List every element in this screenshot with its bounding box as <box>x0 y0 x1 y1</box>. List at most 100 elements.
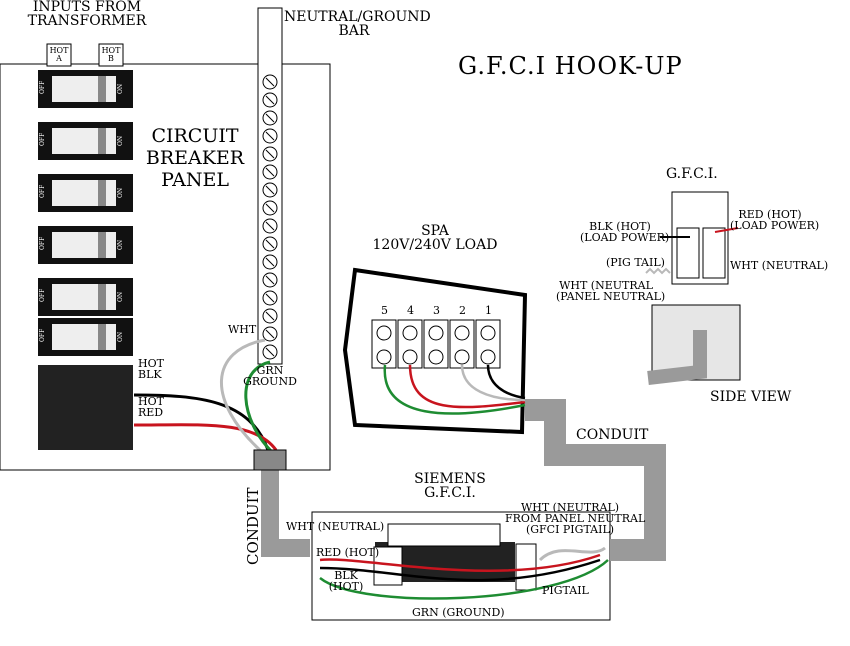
panel-connector <box>253 449 287 471</box>
red-hot-line2: (LOAD POWER) <box>730 219 820 232</box>
breaker-stack <box>38 70 133 356</box>
double-pole-breaker <box>38 365 133 450</box>
siemens-blk-wire <box>319 558 601 582</box>
blk-hot-label: BLK (HOT) (LOAD POWER) <box>580 221 670 244</box>
hot-a-tab <box>46 43 72 67</box>
hot-a-line2: A <box>56 54 62 63</box>
hot-blk-line2: BLK <box>138 368 162 381</box>
terminal-number-2: 2 <box>459 304 466 317</box>
wht-panel-label: WHT (NEUTRAL (PANEL NEUTRAL) <box>556 279 666 303</box>
blk-hot-line2: (LOAD POWER) <box>580 231 670 244</box>
bar-screw-slot <box>265 167 275 177</box>
spa-screw-bottom <box>480 349 496 365</box>
bar-screw-slot <box>265 311 275 321</box>
spa-red-wire <box>408 364 526 409</box>
grn-ground-label: GRN GROUND <box>240 365 300 387</box>
sg-wht-from-line2: FROM PANEL NEUTRAL <box>505 512 646 525</box>
hot-red-line1: HOT <box>138 395 164 408</box>
conduit-right <box>525 399 666 561</box>
hot-blk-line1: HOT <box>138 357 164 370</box>
spa-terminal-block <box>371 319 501 369</box>
breaker-on-label: ON <box>117 187 124 198</box>
wht-panel-line2: (PANEL NEUTRAL) <box>556 290 666 303</box>
sg-wht-from-line3: (GFCI PIGTAIL) <box>525 523 615 536</box>
red-hot-line1: RED (HOT) <box>738 208 802 221</box>
inputs-label-line1: INPUTS FROM <box>32 0 142 15</box>
spa-screw-top <box>402 325 418 341</box>
wht-wire <box>220 338 266 454</box>
siemens-terminal-right <box>515 543 537 591</box>
grn-line2: GROUND <box>243 375 297 388</box>
pig-tail-label: (PIG TAIL) <box>606 256 665 269</box>
side-view-label: SIDE VIEW <box>710 389 792 405</box>
spa-screw-bottom <box>376 349 392 365</box>
breaker-off-label: OFF <box>39 288 46 302</box>
breaker-toggle-1 <box>98 76 106 102</box>
terminal-number-4: 4 <box>407 304 414 317</box>
spa-line2: 120V/240V LOAD <box>372 237 498 253</box>
gfci-pigtail <box>645 267 671 275</box>
neutral-bar-label: NEUTRAL/GROUND BAR <box>284 10 431 38</box>
spa-label: SPA 120V/240V LOAD <box>355 224 515 252</box>
sg-blk-line2: (HOT) <box>328 580 364 593</box>
bar-screw-slot <box>265 275 275 285</box>
terminal-number-3: 3 <box>433 304 440 317</box>
page-title: G.F.C.I HOOK-UP <box>458 52 683 80</box>
terminal-number-5: 5 <box>381 304 388 317</box>
hot-red-wire <box>133 423 278 451</box>
breaker-handle-3 <box>52 180 116 206</box>
inputs-label-line2: TRANSFORMER <box>27 13 147 29</box>
conduit-left-label: CONDUIT <box>244 487 262 566</box>
breaker-toggle-3 <box>98 180 106 206</box>
hot-b-line2: B <box>108 54 114 63</box>
sg-grn-label: GRN (GROUND) <box>412 606 505 619</box>
breaker-on-label: ON <box>117 135 124 146</box>
siemens-line2: G.F.C.I. <box>424 485 476 501</box>
breaker-off-label: OFF <box>39 236 46 250</box>
bar-screw-slot <box>265 149 275 159</box>
bar-screw-slot <box>265 95 275 105</box>
breaker-off-label: OFF <box>39 80 46 94</box>
bar-screw-slot <box>265 77 275 87</box>
sg-wht-from-line1: WHT (NEUTRAL) <box>520 501 620 514</box>
grn-line1: GRN <box>256 364 284 377</box>
hot-b-tab <box>98 43 124 67</box>
siemens-top-terminals <box>387 523 501 547</box>
sg-blk-label: BLK (HOT) <box>326 570 366 592</box>
spa-screw-top <box>376 325 392 341</box>
bar-screw-slot <box>265 185 275 195</box>
breaker-handle-2 <box>52 128 116 154</box>
breaker-toggle-5 <box>98 284 106 310</box>
gfci-red-lead <box>714 227 739 233</box>
bar-screw-slot <box>265 257 275 267</box>
hot-blk-wire <box>133 393 270 451</box>
bar-screw-slot <box>265 293 275 303</box>
wht-panel-line1: WHT (NEUTRAL <box>559 279 653 292</box>
sg-pigtail-label: PIGTAIL <box>542 584 589 597</box>
bar-screw-slot <box>265 221 275 231</box>
spa-screw-top <box>480 325 496 341</box>
breaker-off-label: OFF <box>39 328 46 342</box>
spa-screw-bottom <box>428 349 444 365</box>
breaker-toggle-2 <box>98 128 106 154</box>
sg-red-hot-label: RED (HOT) <box>316 546 380 559</box>
panel-label: CIRCUIT BREAKER PANEL <box>140 125 250 192</box>
bar-screw-slot <box>265 329 275 339</box>
breaker-toggle-4 <box>98 232 106 258</box>
hot-b-label: HOT B <box>99 47 123 63</box>
spa-line1: SPA <box>421 223 449 239</box>
siemens-line1: SIEMENS <box>414 471 486 487</box>
sg-wht-neutral-label: WHT (NEUTRAL) <box>286 520 385 533</box>
breaker-on-label: ON <box>117 83 124 94</box>
spa-grn-wire <box>383 364 526 415</box>
conduit-left <box>261 470 310 557</box>
breaker-off-label: OFF <box>39 184 46 198</box>
wht-neutral-label: WHT (NEUTRAL) <box>730 259 829 272</box>
gfci-title: G.F.C.I. <box>666 166 718 182</box>
red-hot-label: RED (HOT) (LOAD POWER) <box>730 208 820 232</box>
terminal-number-1: 1 <box>485 304 492 317</box>
breaker-handle-1 <box>52 76 116 102</box>
breaker-on-label: ON <box>117 291 124 302</box>
hot-a-label: HOT A <box>47 47 71 63</box>
conduit-right-label: CONDUIT <box>576 427 649 443</box>
